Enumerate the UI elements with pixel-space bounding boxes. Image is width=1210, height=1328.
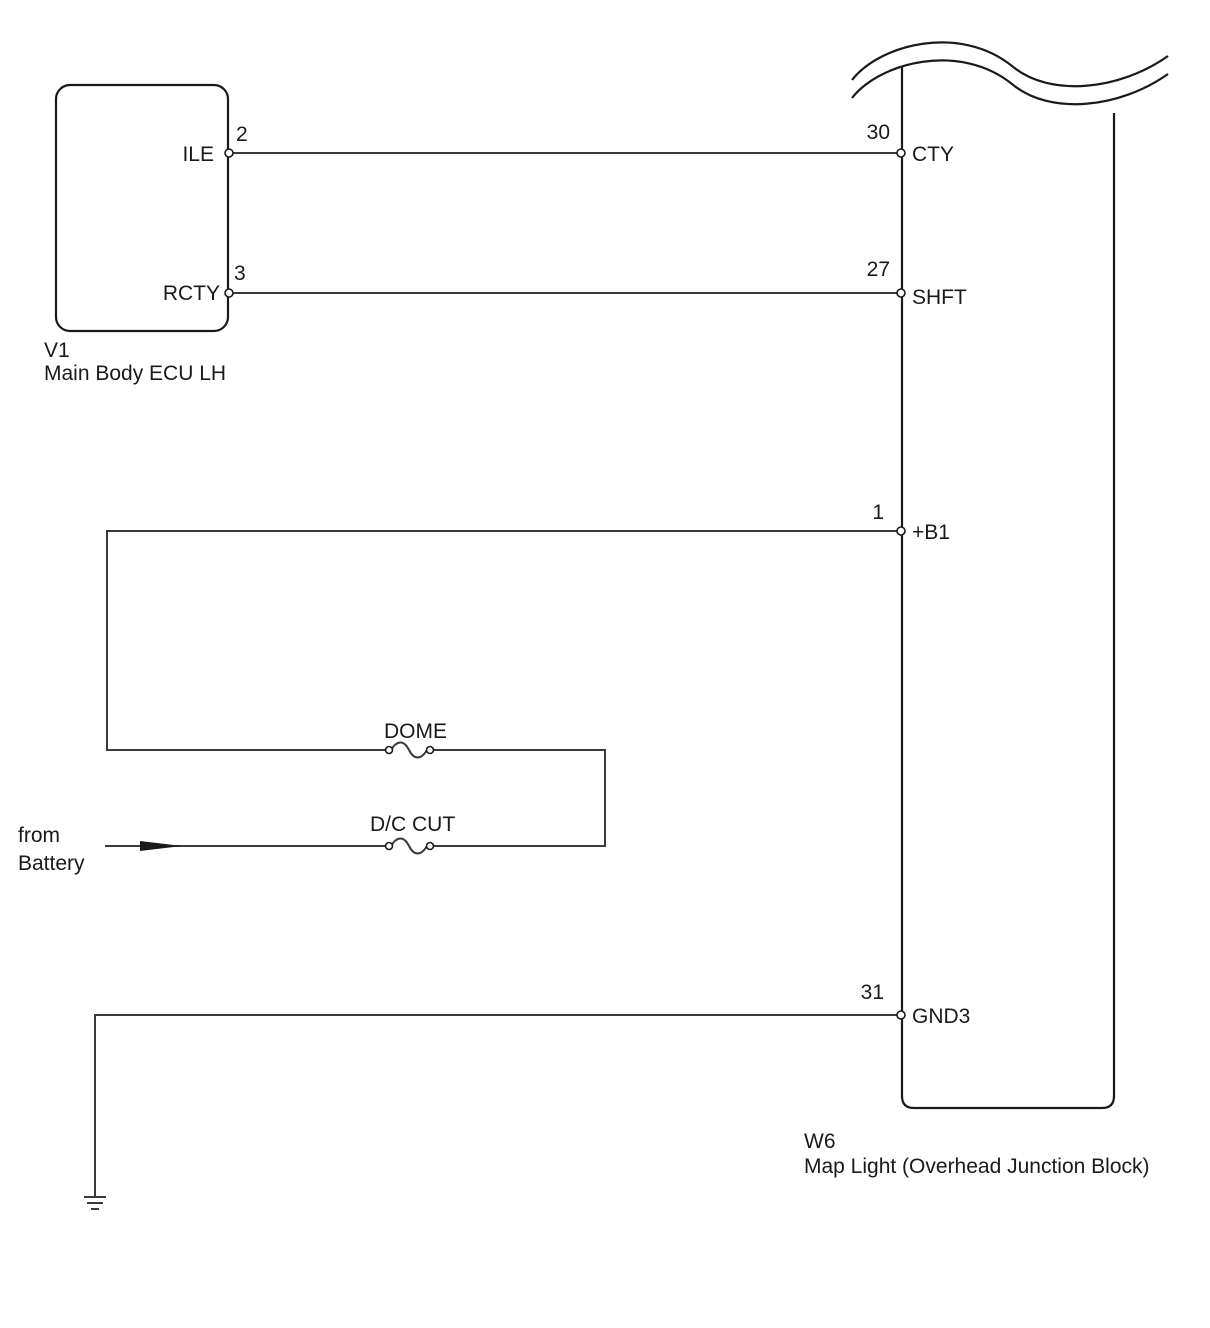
map-light-pin-number-31: 31	[861, 981, 884, 1004]
map-light-code: W6	[804, 1130, 836, 1153]
ecu-pin-number-3: 3	[234, 262, 246, 285]
fuse-terminal-icon	[384, 841, 394, 851]
map-light-pin-signal-b1: +B1	[912, 521, 950, 544]
wire-dome-dccut	[431, 749, 606, 847]
break-line-top	[851, 59, 1169, 106]
battery-source: from Battery	[18, 824, 182, 875]
terminal-b1	[896, 526, 906, 536]
wires	[94, 152, 898, 1196]
ecu-name: Main Body ECU LH	[44, 362, 226, 385]
fuse-label-dome: DOME	[384, 720, 447, 743]
ecu-pin-signal-ile: ILE	[182, 143, 214, 166]
fuse-terminal-icon	[384, 745, 394, 755]
fuse-terminal-icon	[425, 841, 435, 851]
ecu-box	[54, 83, 230, 333]
map-light-name: Map Light (Overhead Junction Block)	[804, 1155, 1150, 1178]
ecu-code: V1	[44, 339, 70, 362]
map-light-pin-signal-gnd3: GND3	[912, 1005, 970, 1028]
fuse-icon	[390, 741, 428, 759]
source-label-line1: from	[18, 824, 60, 847]
ecu-pin-number-2: 2	[236, 123, 248, 146]
fuse-icon	[390, 837, 428, 855]
map-light-pin-number-1: 1	[872, 501, 884, 524]
ground-icon	[84, 1196, 106, 1210]
ecu-component: V1 Main Body ECU LH ILE 2 RCTY 3	[44, 83, 248, 385]
terminal-ile	[224, 148, 234, 158]
map-light-pin-signal-cty: CTY	[912, 143, 954, 166]
arrow-icon	[140, 841, 182, 851]
wire-gnd3-ground	[94, 1014, 898, 1196]
fuse-label-dc-cut: D/C CUT	[370, 813, 455, 836]
fuse-dome: DOME	[384, 720, 447, 759]
map-light-box	[900, 67, 1116, 1110]
map-light-pin-signal-shft: SHFT	[912, 286, 967, 309]
ecu-pin-signal-rcty: RCTY	[163, 282, 220, 305]
fuse-terminal-icon	[425, 745, 435, 755]
terminal-gnd3	[896, 1010, 906, 1020]
wire-b1-dome	[106, 530, 898, 751]
terminals	[224, 148, 906, 1020]
map-light-pin-number-30: 30	[867, 121, 890, 144]
terminal-cty	[896, 148, 906, 158]
fuse-dc-cut: D/C CUT	[370, 813, 455, 855]
terminal-rcty	[224, 288, 234, 298]
break-line-bottom	[851, 41, 1169, 88]
terminal-shft	[896, 288, 906, 298]
source-label-line2: Battery	[18, 852, 85, 875]
map-light-component: W6 Map Light (Overhead Junction Block) C…	[804, 41, 1169, 1178]
map-light-pin-number-27: 27	[867, 258, 890, 281]
